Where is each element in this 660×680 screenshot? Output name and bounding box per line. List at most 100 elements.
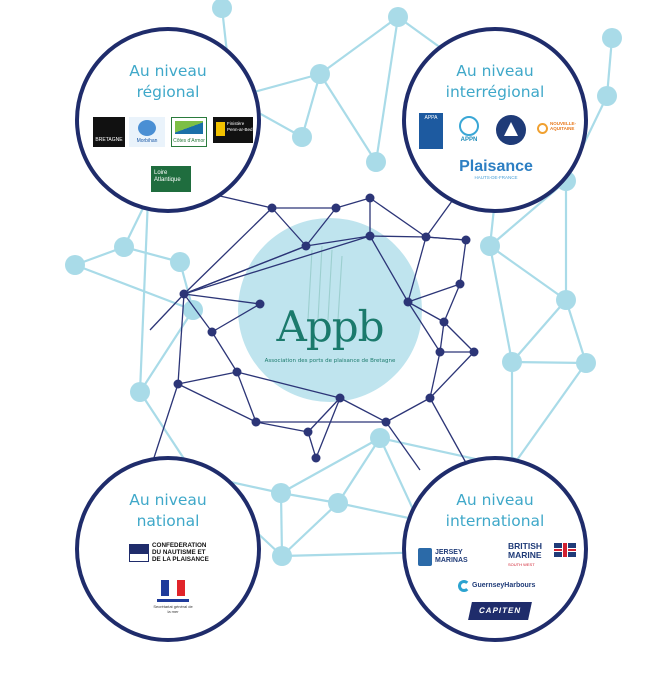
network-edge-light: [139, 309, 194, 393]
capiten-logo: CAPITEN: [468, 602, 532, 620]
network-node-light: [556, 290, 576, 310]
appn-logo-text: APPN: [460, 137, 478, 143]
network-edge-dark: [339, 397, 387, 423]
network-node-dark: [303, 427, 313, 437]
network-edge-dark: [335, 197, 371, 209]
confederation-logo-text: CONFÉDÉRATION DU NAUTISME ET DE LA PLAIS…: [152, 542, 209, 563]
confederation-line-1: CONFÉDÉRATION: [152, 542, 207, 549]
title-line-2: national: [136, 512, 200, 530]
appa-logo-text: APPA: [424, 115, 438, 121]
network-edge-light: [300, 73, 322, 138]
network-node-light: [602, 28, 622, 48]
center-circle: [238, 218, 422, 402]
title-line-1: Au niveau: [129, 491, 207, 509]
network-edge-dark: [183, 207, 273, 295]
plaisance-logo-subtext: HAUTS-DE-FRANCE: [474, 175, 518, 180]
title-line-2: interrégional: [445, 83, 545, 101]
network-edge-dark: [429, 351, 475, 399]
network-edge-dark: [369, 235, 427, 238]
network-edge-light: [511, 299, 567, 363]
republique-bar: [157, 599, 189, 602]
network-node-light: [310, 64, 330, 84]
appn-logo: APPN: [454, 115, 484, 151]
mast-line: [307, 249, 313, 321]
network-edge-dark: [315, 397, 341, 459]
british-line-1: BRITISH: [508, 541, 542, 551]
guernsey-mark-icon: [458, 580, 470, 592]
finistere-logo-text: Finistère Penn-ar-Bed: [227, 121, 253, 132]
network-node-dark: [381, 417, 391, 427]
network-node-dark: [365, 231, 375, 241]
network-edge-dark: [385, 421, 421, 471]
network-node-dark: [435, 347, 445, 357]
british-logo-text: BRITISH MARINE: [508, 542, 542, 559]
network-edge-dark: [211, 303, 261, 333]
network-node-light: [272, 546, 292, 566]
network-node-dark: [403, 297, 413, 307]
network-edge-dark: [407, 301, 445, 323]
morbihan-logo-text: Morbihan: [136, 138, 158, 144]
circle-interregional: Au niveau interrégional APPA APPN NOUVEL…: [402, 27, 588, 213]
network-node-light: [388, 7, 408, 27]
network-edge-dark: [183, 245, 307, 295]
network-edge-dark: [183, 235, 371, 295]
loire-atlantique-logo-text: Loire Atlantique: [154, 170, 181, 183]
network-edge-light: [74, 263, 194, 312]
network-edge-light: [281, 502, 339, 557]
network-edge-light: [138, 197, 150, 393]
network-node-light: [183, 300, 203, 320]
appa-logo: APPA: [419, 113, 443, 149]
plaisance-logo: Plaisance HAUTS-DE-FRANCE: [456, 159, 536, 183]
title-line-1: Au niveau: [456, 62, 534, 80]
network-edge-light: [564, 299, 588, 364]
network-node-light: [65, 255, 85, 275]
cotes-armor-logo-text: Côtes d'Armor: [173, 138, 205, 144]
circle-regional: Au niveau régional BRETAGNE Morbihan Côt…: [75, 27, 261, 213]
network-edge-dark: [149, 293, 185, 331]
network-node-dark: [439, 317, 449, 327]
network-node-dark: [461, 235, 471, 245]
network-edge-dark: [443, 321, 475, 353]
network-node-dark: [267, 203, 277, 213]
network-edge-light: [489, 245, 567, 301]
network-edge-light: [319, 16, 399, 75]
circle-national-title: Au niveau national: [79, 490, 257, 532]
secretariat-mer-text: Secrétariat général de la mer: [153, 604, 193, 614]
loire-atlantique-logo: Loire Atlantique: [151, 166, 191, 192]
circle-interregional-title: Au niveau interrégional: [406, 61, 584, 103]
network-node-light: [480, 236, 500, 256]
network-edge-light: [280, 437, 381, 494]
network-node-dark: [331, 203, 341, 213]
network-node-dark: [365, 193, 375, 203]
network-edge-dark: [236, 371, 257, 423]
appb-logo: Appb Association des ports de plaisance …: [240, 220, 420, 400]
french-flag-icon: [161, 580, 185, 596]
network-node-dark: [335, 393, 345, 403]
circle-international: Au niveau international JERSEY MARINAS B…: [402, 456, 588, 642]
network-edge-dark: [149, 383, 179, 471]
mast-line: [327, 249, 333, 321]
capiten-logo-text: CAPITEN: [478, 606, 523, 615]
network-edge-dark: [385, 397, 431, 423]
network-edge-dark: [177, 383, 257, 423]
republique-francaise-logo: Secrétariat général de la mer: [153, 578, 193, 628]
network-edge-dark: [307, 397, 341, 433]
network-edge-dark: [177, 293, 185, 385]
circle-national: Au niveau national CONFÉDÉRATION DU NAUT…: [75, 456, 261, 642]
jersey-line-2: MARINAS: [435, 557, 468, 564]
sailboat-emblem-icon: [496, 115, 526, 145]
network-edge-dark: [369, 197, 427, 238]
network-node-light: [597, 86, 617, 106]
network-edge-light: [337, 437, 381, 504]
network-node-light: [271, 483, 291, 503]
plaisance-logo-text: Plaisance: [459, 159, 533, 175]
network-edge-light: [511, 362, 587, 468]
british-marine-logo: BRITISH MARINE SOUTH WEST: [508, 540, 578, 572]
network-node-dark: [173, 379, 183, 389]
cotes-armor-logo: Côtes d'Armor: [171, 117, 207, 147]
network-node-light: [328, 493, 348, 513]
circle-international-title: Au niveau international: [406, 490, 584, 532]
network-edge-dark: [307, 431, 317, 459]
network-node-dark: [301, 241, 311, 251]
network-node-light: [170, 252, 190, 272]
